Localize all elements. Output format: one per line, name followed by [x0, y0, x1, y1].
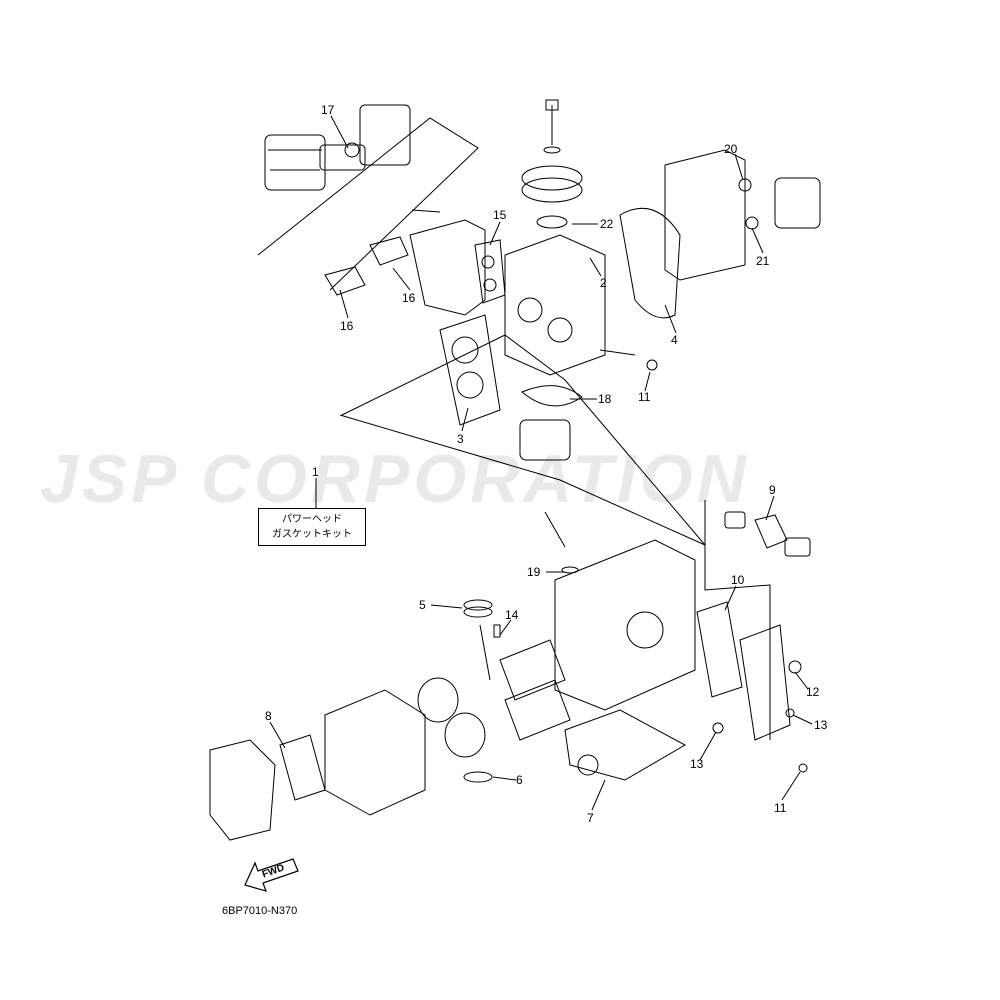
bottom-cover	[209, 739, 276, 841]
gasket-8	[279, 734, 326, 801]
carburetor-assembly	[264, 104, 411, 191]
group-line-right	[704, 500, 771, 740]
head-cover-gasket-4	[619, 207, 681, 319]
thermostat-cover-9	[724, 511, 811, 557]
callout-20: 20	[724, 142, 738, 156]
cylinder-head-gasket-3	[439, 314, 501, 426]
callout-18: 18	[598, 392, 612, 406]
callout-2: 2	[600, 276, 607, 290]
diagram-code: 6BP7010-N370	[222, 905, 298, 917]
gasket-kit-line2: ガスケットキット	[272, 529, 352, 540]
callout-3: 3	[457, 432, 464, 446]
callout-16-lower: 16	[340, 319, 354, 333]
callout-5: 5	[419, 598, 426, 612]
callout-16-upper: 16	[402, 291, 416, 305]
thermostat-housing	[519, 419, 571, 461]
cam-pulley	[521, 99, 583, 229]
callout-13-right: 13	[814, 718, 828, 732]
head-cover	[664, 149, 821, 281]
fwd-arrow	[244, 858, 299, 892]
callout-4: 4	[671, 333, 678, 347]
callout-6: 6	[516, 773, 523, 787]
gasket-kit-label: パワーヘッド ガスケットキット	[258, 508, 366, 546]
callout-22: 22	[600, 217, 614, 231]
callout-11-lower: 11	[774, 801, 787, 815]
callout-19: 19	[527, 565, 541, 579]
intake-manifold	[324, 209, 486, 316]
crankshaft-pistons	[417, 599, 571, 783]
gasket-7	[564, 709, 687, 781]
gasket-18	[521, 385, 583, 407]
callout-1: 1	[312, 465, 319, 479]
group-line-middle	[339, 334, 706, 546]
crankcase-lower	[324, 689, 426, 816]
callout-7: 7	[587, 811, 594, 825]
crankcase-block	[544, 511, 696, 711]
gasket-10	[696, 601, 743, 698]
gasket-15	[474, 239, 506, 304]
exhaust-cover	[739, 624, 791, 741]
watermark-text: JSP CORPORATION	[40, 441, 750, 517]
callout-14: 14	[505, 608, 519, 622]
group-line-top	[257, 117, 479, 291]
gasket-kit-line1: パワーヘッド	[282, 514, 342, 525]
callout-15: 15	[493, 208, 507, 222]
callout-10: 10	[731, 573, 745, 587]
callout-17: 17	[321, 103, 335, 117]
cylinder-head	[504, 234, 636, 376]
callout-21: 21	[756, 254, 770, 268]
callout-11-upper: 11	[638, 390, 651, 404]
callout-13-left: 13	[690, 757, 704, 771]
callout-9: 9	[769, 483, 776, 497]
callout-8: 8	[265, 709, 272, 723]
callout-12: 12	[806, 685, 820, 699]
